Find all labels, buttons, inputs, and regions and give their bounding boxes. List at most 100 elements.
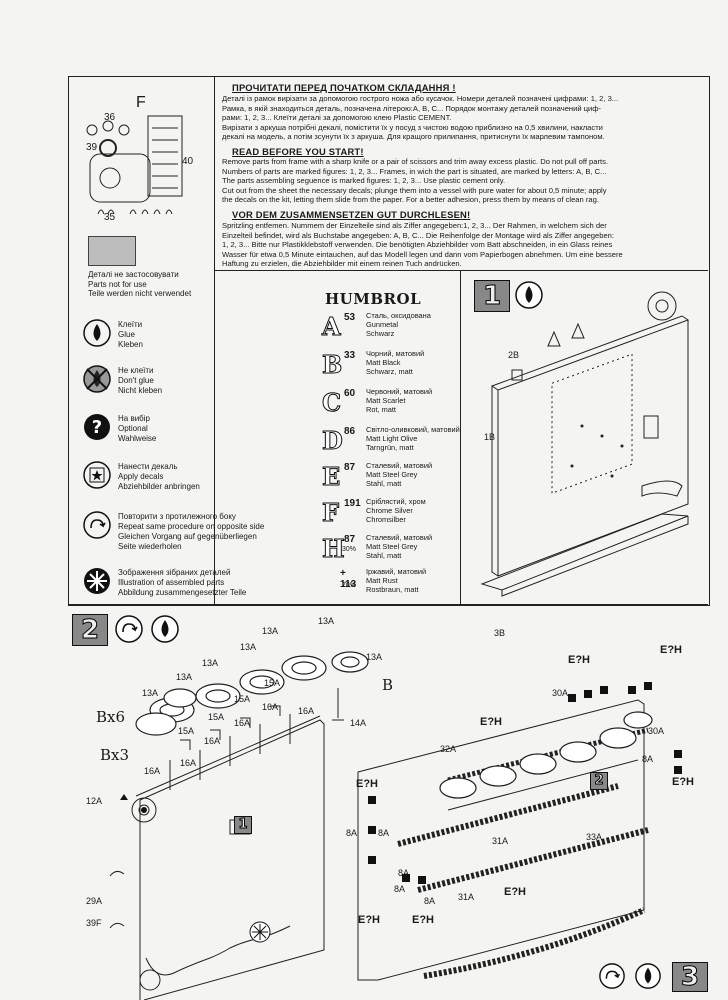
eh-tag: E?H [356, 778, 378, 790]
vertical-divider [214, 76, 215, 604]
label-b: B [382, 676, 394, 694]
label-15a: 15A [178, 726, 195, 736]
step-1-label-1b: 1B [484, 432, 496, 442]
step-2-glue-icon [151, 615, 179, 643]
eh-tag: E?H [672, 776, 694, 788]
step-1-label-2b: 2B [508, 350, 520, 360]
eh-tag: E?H [480, 716, 502, 728]
assembled-view-icon [84, 568, 110, 594]
step-1-label-3b: 3B [494, 628, 506, 638]
text-line: Wasser für etwa 0,5 Minute eintauchen, a… [222, 249, 623, 259]
text-block-en: Remove parts from frame with a sharp kni… [222, 157, 706, 205]
hull-ref-1: 1 [234, 816, 252, 834]
label-bx6: Bx6 [96, 708, 126, 726]
label-13a: 13A [262, 626, 279, 636]
label-16a: 16A [180, 758, 197, 768]
text-line: Деталі із рамок вирізати за допомогою го… [222, 94, 619, 103]
instruction-frame [68, 76, 710, 606]
sprue-part-35: 35 [104, 212, 116, 223]
step-2-suspension-drawing [109, 651, 369, 1000]
eh-tag: E?H [504, 886, 526, 898]
text-line: the decals on the kit, letting them slid… [222, 195, 599, 205]
decal-star-icon [83, 461, 111, 489]
label-bx3: Bx3 [100, 746, 130, 764]
label-16a: 16A [298, 706, 315, 716]
label-30a: 30A [552, 688, 569, 698]
text-line: Numbers of parts are marked figures: 1, … [222, 166, 607, 176]
paint-divider [460, 270, 461, 604]
label-15a: 15A [208, 712, 225, 722]
step-1-number: 1 [474, 280, 510, 312]
label-15a: 15A [264, 678, 281, 688]
step-2-repeat-icon [115, 615, 143, 643]
step-3-repeat-icon [599, 963, 625, 989]
hull-ref-2: 2 [590, 772, 608, 790]
label-8a: 8A [346, 828, 358, 838]
eh-tag: E?H [412, 914, 434, 926]
eh-tag: E?H [358, 914, 380, 926]
text-line: Haftung zu erzielen, die Abziehbilder mi… [222, 259, 462, 269]
heading-en: READ BEFORE YOU START! [232, 146, 364, 157]
glue-drop-icon [83, 319, 111, 347]
label-8a: 8A [398, 868, 410, 878]
step-3-number: 3 [672, 962, 708, 992]
sprue-part-39: 39 [86, 142, 98, 153]
label-13a: 13A [202, 658, 219, 668]
label-13a: 13A [240, 642, 257, 652]
label-31a: 31A [458, 892, 475, 902]
label-8a: 8A [642, 754, 654, 764]
text-block-ua: Деталі із рамок вирізати за допомогою го… [222, 94, 706, 142]
label-13a: 13A [176, 672, 193, 682]
label-33a: 33A [586, 832, 603, 842]
text-line: рами: 1, 2, 3... Клеїти деталі за допомо… [222, 113, 452, 123]
label-30a: 30A [648, 726, 665, 736]
text-line: The parts assembling seguence is marked … [222, 176, 506, 186]
heading-de: VOR DEM ZUSAMMENSETZEN GUT DURCHLESEN! [232, 209, 471, 220]
text-line: 1, 2, 3... Bitte nur Plastikklebstoff ve… [222, 240, 613, 250]
not-used-swatch [88, 236, 136, 266]
sprue-part-36: 36 [104, 112, 116, 123]
text-line: Spritzling entfemen. Nummem der Einzelte… [222, 221, 607, 230]
label-12a: 12A [86, 796, 103, 806]
step-1-glue-icon [515, 281, 543, 309]
text-line: Cut out from the sheet the necessary dec… [222, 185, 607, 195]
eh-tag: E?H [568, 654, 590, 666]
sprue-letter: F [136, 94, 146, 111]
label-29a: 29A [86, 896, 103, 906]
label-16a: 16A [234, 718, 251, 728]
step-1-hull-drawing [480, 291, 690, 597]
label-8a: 8A [424, 896, 436, 906]
humbrol-title: HUMBROL [325, 290, 422, 308]
step-3-glue-icon [635, 963, 661, 989]
text-line: Рамка, в якій знаходиться деталь, познач… [222, 103, 602, 113]
not-used-text: Деталі не застосовувати Parts not for us… [88, 270, 192, 299]
label-16a: 16A [204, 736, 221, 746]
label-16a: 16A [262, 702, 279, 712]
question-icon: ? [84, 414, 110, 440]
label-8a: 8A [378, 828, 390, 838]
svg-text:?: ? [92, 417, 102, 438]
step-2-number: 2 [72, 614, 108, 646]
label-13a: 13A [142, 688, 159, 698]
label-39f: 39F [86, 918, 102, 928]
label-14a: 14A [350, 718, 367, 728]
text-line: Einzelteil befindet, wird als Buchstabe … [222, 230, 615, 240]
text-line: Вирізати з аркуша потрібні декалі, поміс… [222, 122, 603, 132]
label-13a: 13A [366, 652, 383, 662]
no-glue-icon [83, 365, 111, 393]
label-15a: 15A [234, 694, 251, 704]
step-3-track-drawing [357, 682, 682, 981]
section-divider [68, 604, 708, 605]
eh-tag: E?H [660, 644, 682, 656]
text-divider [214, 270, 708, 271]
repeat-hand-icon [83, 511, 111, 539]
label-31a: 31A [492, 836, 509, 846]
label-32a: 32A [440, 744, 457, 754]
label-16a: 16A [144, 766, 161, 776]
text-line: Remove parts from frame with a sharp kni… [222, 157, 609, 166]
sprue-part-40: 40 [182, 156, 194, 167]
text-line: декалі на модель, а потім зсунути їх з а… [222, 132, 605, 142]
sprue-f-drawing [86, 115, 183, 215]
label-13a: 13A [318, 616, 335, 626]
label-8a: 8A [394, 884, 406, 894]
